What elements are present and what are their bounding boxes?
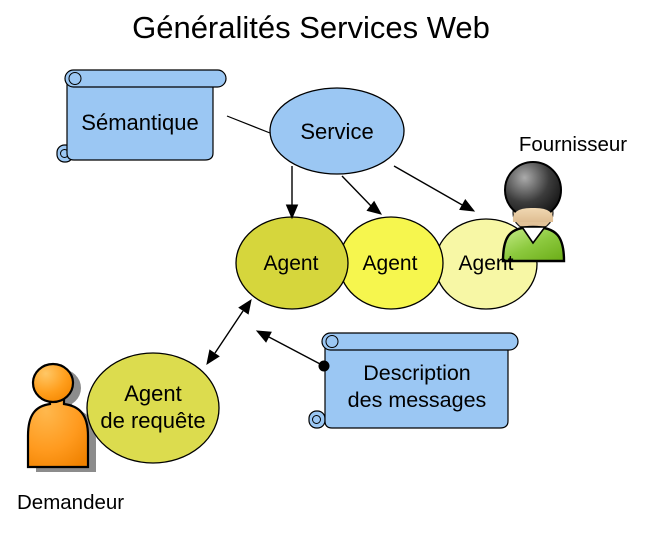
arrow-service-agent2-line (341, 175, 373, 208)
service-agent-arrows (285, 165, 476, 220)
agent2-label: Agent (362, 252, 418, 275)
fournisseur-chin (512, 208, 554, 222)
page-title: Généralités Services Web (132, 10, 490, 45)
arrow-description-agent1-head (255, 330, 272, 343)
semantique-scroll-top-roll (64, 69, 227, 88)
service-ellipse (269, 87, 405, 175)
demandeur-label: Demandeur (17, 491, 125, 514)
service-label: Service (300, 119, 374, 144)
arrow-description-agent1-line (266, 335, 323, 366)
description-scroll-bottom-curl-spiral (312, 415, 321, 424)
arrow-description-agent1 (255, 330, 330, 372)
agent1-label: Agent (263, 252, 319, 275)
arrow-requete-agent1 (206, 298, 252, 366)
arrow-service-agent3-line (393, 165, 465, 207)
description-scroll-top-roll (321, 332, 519, 351)
demandeur-person-icon (26, 362, 96, 472)
arrow-requete-agent1-head-down (206, 349, 220, 366)
agent-requete-label-line1: Agent (124, 381, 182, 406)
arrow-requete-agent1-line (214, 310, 244, 354)
arrow-service-agent1-head (285, 204, 299, 220)
agent-requete-ellipse (86, 352, 220, 464)
description-label-line2: des messages (347, 388, 487, 412)
fournisseur-person-icon (501, 161, 566, 263)
agent-requete-label: Agent de requête (100, 380, 205, 434)
semantique-label: Sémantique (81, 110, 199, 135)
semantique-scroll (56, 69, 227, 163)
arrow-requete-agent1-head-up (238, 298, 252, 315)
agent3-label: Agent (458, 252, 514, 275)
description-scroll (308, 332, 519, 429)
agent-requete-label-line2: de requête (100, 408, 206, 433)
arrow-service-agent2-head (366, 200, 383, 215)
description-scroll-bottom-curl (308, 410, 326, 429)
demandeur-head (31, 362, 75, 404)
connector-semantique-service (226, 115, 271, 134)
connector-dot (318, 360, 330, 372)
semantique-scroll-body (66, 83, 214, 161)
description-scroll-top-curl-spiral (325, 335, 339, 348)
fournisseur-collar (520, 226, 547, 245)
arrow-service-agent3-head (459, 199, 476, 212)
description-scroll-body (324, 346, 509, 429)
demandeur-body (26, 395, 90, 469)
description-label-line1: Description (363, 361, 471, 385)
semantique-scroll-top-curl-spiral (68, 72, 82, 85)
fournisseur-label: Fournisseur (518, 133, 628, 156)
description-label: Description des messages (348, 360, 487, 414)
